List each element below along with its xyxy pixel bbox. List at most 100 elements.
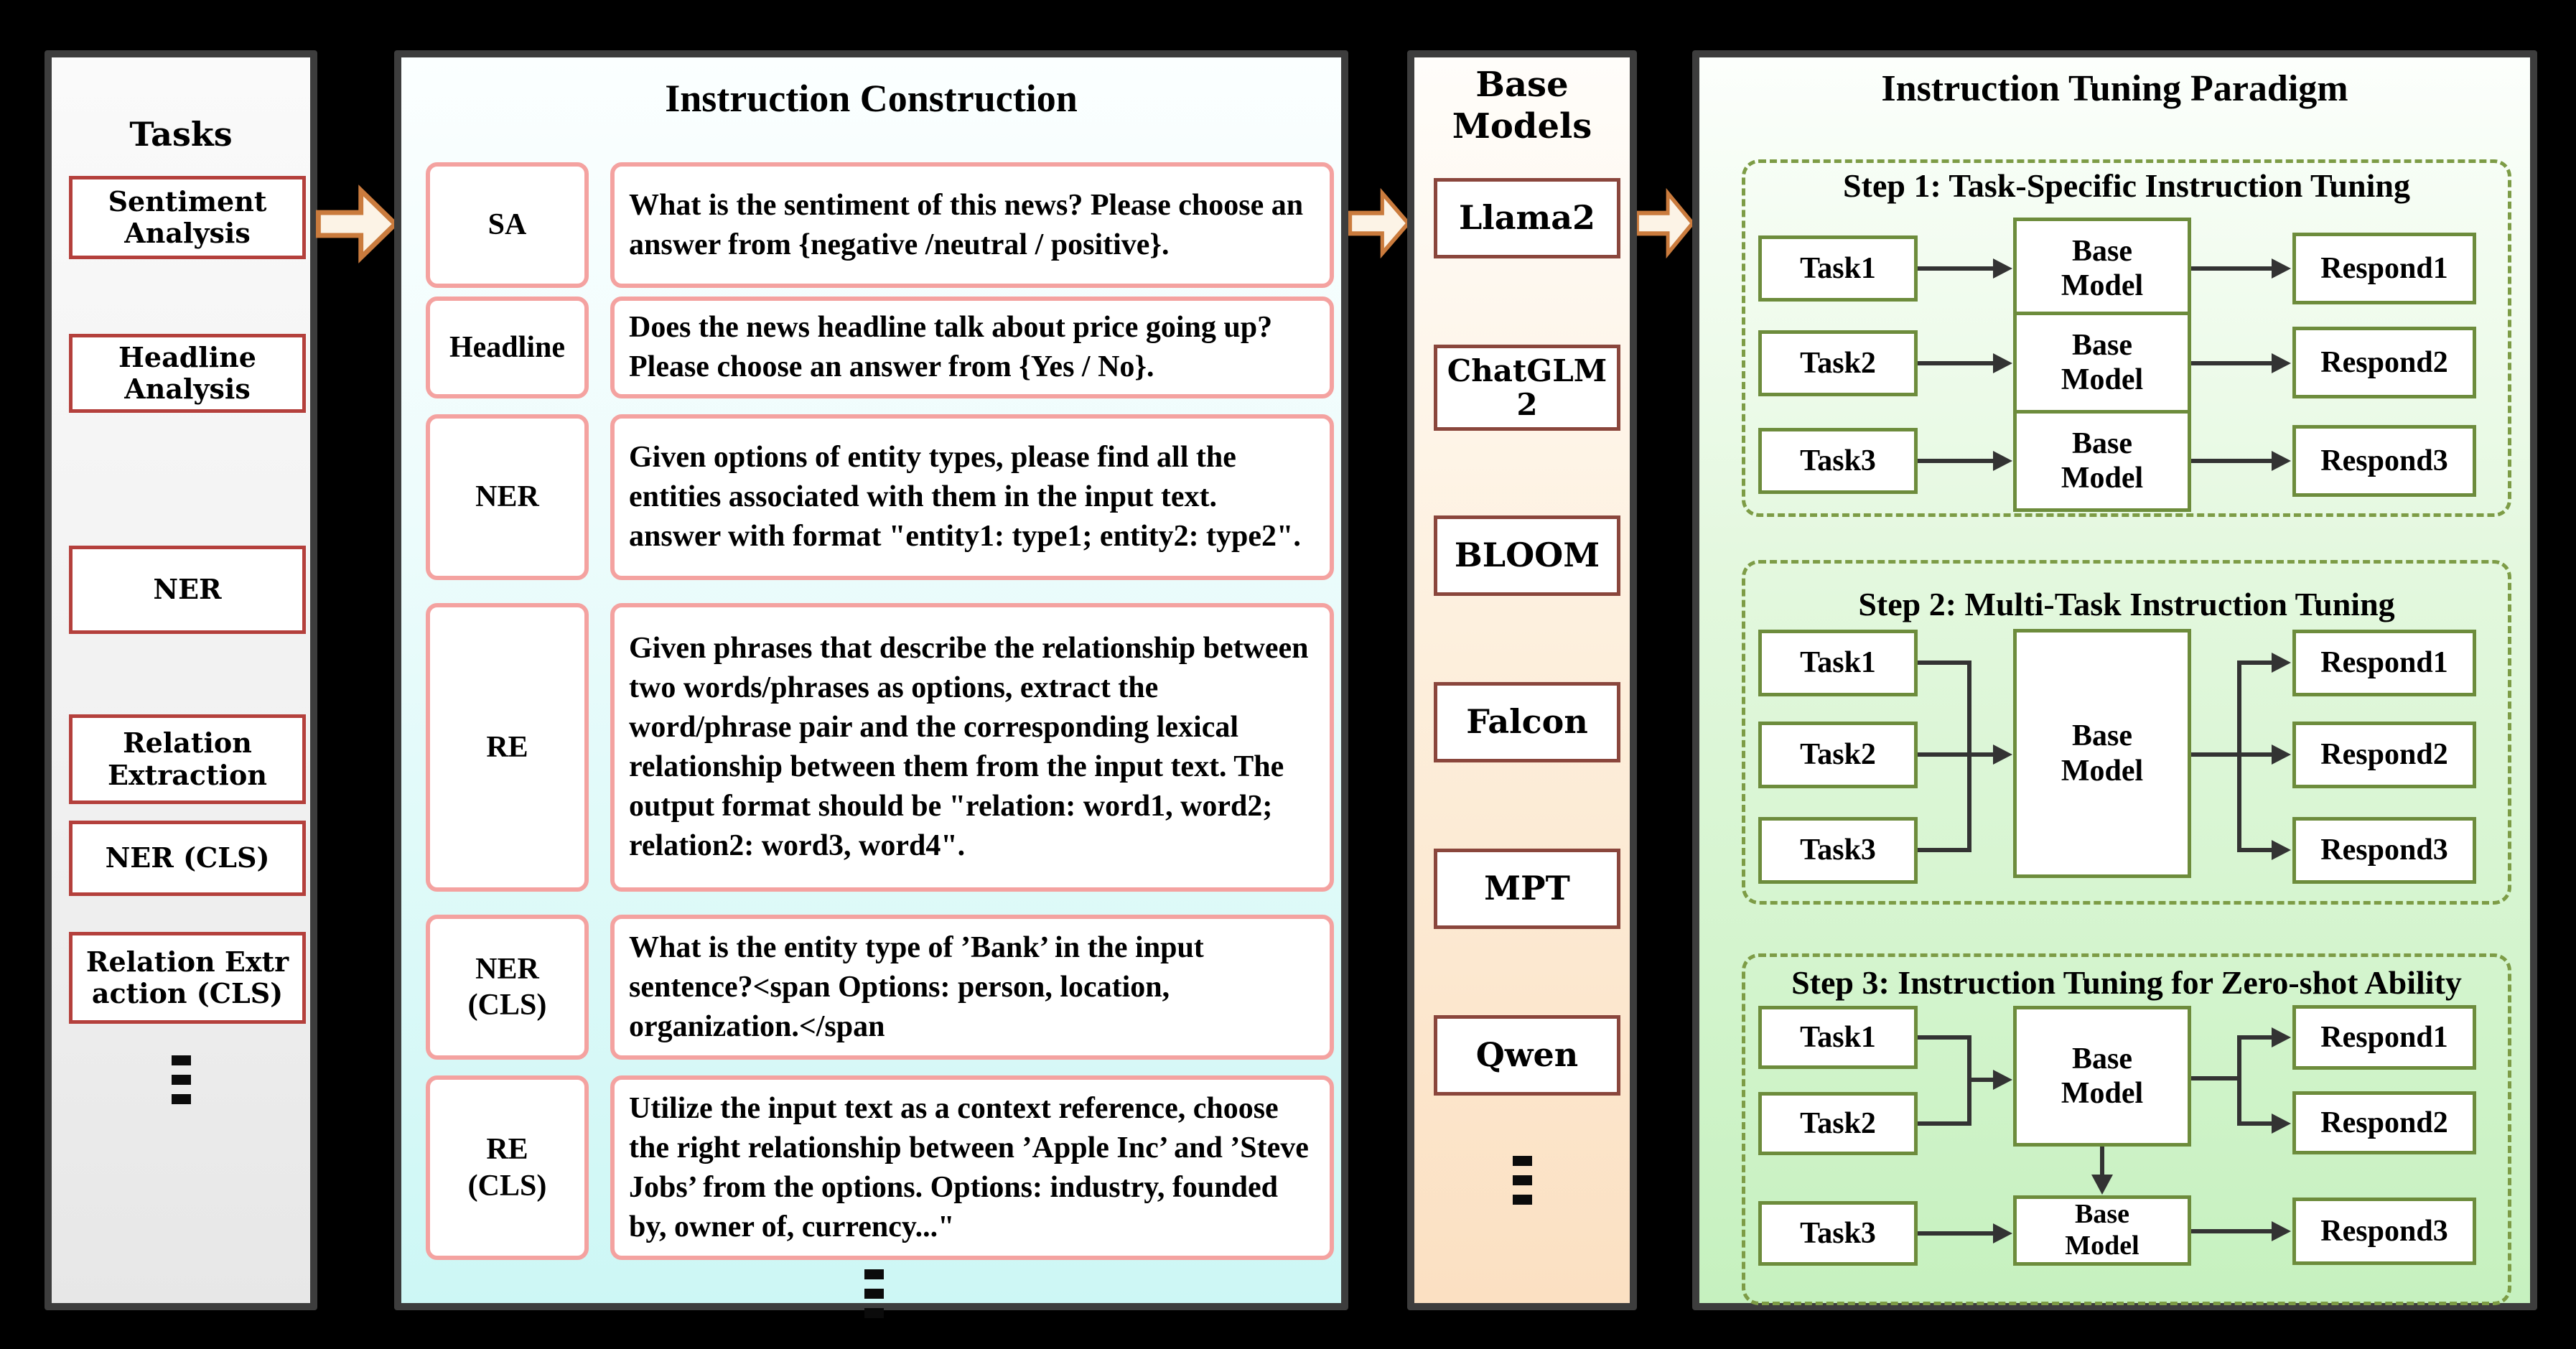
step2-respond2-box: Respond2 <box>2292 722 2476 788</box>
model-box-chatglm2: ChatGLM 2 <box>1434 345 1620 431</box>
connector-line <box>2191 459 2273 463</box>
step3-respond3-box: Respond3 <box>2292 1198 2476 1265</box>
model-box-bloom: BLOOM <box>1434 515 1620 596</box>
instruction-text-re: Given phrases that describe the relation… <box>610 603 1334 892</box>
arrowhead-right-icon <box>2272 1221 2291 1241</box>
base-models-panel: Base Models Llama2 ChatGLM 2 BLOOM Falco… <box>1407 50 1637 1310</box>
step3-task2-box: Task2 <box>1758 1092 1918 1155</box>
model-box-mpt: MPT <box>1434 849 1620 929</box>
tasks-panel: Tasks Sentiment Analysis Headline Analys… <box>45 50 317 1310</box>
connector-line <box>2237 1035 2241 1126</box>
connector-line <box>1967 1078 1996 1082</box>
step3-respond2-box: Respond2 <box>2292 1091 2476 1154</box>
task-item-relation-extraction-cls: Relation Extr action (CLS) <box>69 932 306 1024</box>
step2-task3-box: Task3 <box>1758 817 1918 884</box>
task-item-relation-extraction: Relation Extraction <box>69 714 306 804</box>
arrowhead-right-icon <box>2272 258 2291 279</box>
connector-line <box>2191 752 2241 757</box>
step3-task3-box: Task3 <box>1758 1201 1918 1266</box>
instruction-text-headline: Does the news headline talk about price … <box>610 297 1334 398</box>
step2-task2-box: Task2 <box>1758 722 1918 788</box>
arrowhead-down-icon <box>2091 1175 2113 1195</box>
connector-line <box>2237 1121 2273 1126</box>
instruction-construction-title: Instruction Construction <box>665 77 1078 120</box>
connector-line <box>1918 361 1994 365</box>
instruction-tag-sa: SA <box>426 162 589 288</box>
connector-line <box>2191 1076 2241 1080</box>
arrowhead-right-icon <box>2272 451 2291 471</box>
vertical-ellipsis-icon <box>1513 1156 1532 1205</box>
arrowhead-right-icon <box>1993 258 2012 279</box>
step2-dashed-box <box>1742 560 2511 905</box>
step2-title: Step 2: Multi-Task Instruction Tuning <box>1858 586 2395 622</box>
connector-line <box>1918 1231 1994 1236</box>
connector-line <box>2237 752 2273 757</box>
connector-line <box>1918 266 1994 271</box>
vertical-ellipsis-icon <box>172 1055 191 1104</box>
connector-line <box>1918 1035 1969 1040</box>
connector-line <box>1967 752 1996 757</box>
model-box-llama2: Llama2 <box>1434 178 1620 258</box>
step2-base-model-box: Base Model <box>2013 629 2191 878</box>
arrowhead-right-icon <box>1993 1223 2012 1243</box>
step1-base-model-box: Base Model <box>2013 218 2191 319</box>
flow-arrow-icon <box>1635 187 1694 259</box>
step1-task2-box: Task2 <box>1758 330 1918 396</box>
flow-arrow-icon <box>1348 187 1410 259</box>
task-item-headline-analysis: Headline Analysis <box>69 334 306 413</box>
arrowhead-right-icon <box>2272 840 2291 860</box>
arrowhead-right-icon <box>1993 1070 2012 1090</box>
arrowhead-right-icon <box>2272 1114 2291 1134</box>
instruction-construction-panel: Instruction Construction SA What is the … <box>394 50 1348 1318</box>
arrowhead-right-icon <box>2272 353 2291 373</box>
connector-line <box>2100 1147 2104 1175</box>
base-models-title: Base Models <box>1452 65 1592 146</box>
instruction-text-ner-cls: What is the entity type of ’Bank’ in the… <box>610 915 1334 1060</box>
step1-dashed-box <box>1742 159 2511 517</box>
arrowhead-right-icon <box>1993 353 2012 373</box>
arrowhead-right-icon <box>2272 744 2291 765</box>
step1-base-model-box: Base Model <box>2013 410 2191 512</box>
task-item-ner: NER <box>69 546 306 634</box>
tasks-panel-title: Tasks <box>129 115 233 154</box>
model-box-falcon: Falcon <box>1434 682 1620 762</box>
step3-base-model-box-2: Base Model <box>2013 1195 2191 1266</box>
step1-respond3-box: Respond3 <box>2292 425 2476 497</box>
instruction-tag-ner: NER <box>426 414 589 580</box>
connector-line <box>1918 848 1969 852</box>
arrowhead-right-icon <box>1993 744 2012 765</box>
instruction-text-ner: Given options of entity types, please fi… <box>610 414 1334 580</box>
connector-line <box>2191 1229 2273 1233</box>
connector-line <box>2191 361 2273 365</box>
arrowhead-right-icon <box>2272 1027 2291 1047</box>
step1-respond2-box: Respond2 <box>2292 327 2476 398</box>
step2-respond1-box: Respond1 <box>2292 630 2476 696</box>
step3-title: Step 3: Instruction Tuning for Zero-shot… <box>1791 964 2462 1001</box>
step2-task1-box: Task1 <box>1758 630 1918 696</box>
connector-line <box>1918 752 1969 757</box>
step3-respond1-box: Respond1 <box>2292 1005 2476 1070</box>
step3-base-model-box: Base Model <box>2013 1006 2191 1147</box>
connector-line <box>1918 459 1994 463</box>
instruction-text-sa: What is the sentiment of this news? Plea… <box>610 162 1334 288</box>
connector-line <box>1918 1121 1969 1126</box>
connector-line <box>2237 661 2273 665</box>
connector-line <box>1918 661 1969 665</box>
flow-arrow-icon <box>316 185 398 263</box>
paradigm-title: Instruction Tuning Paradigm <box>1881 68 2348 109</box>
instruction-text-re-cls: Utilize the input text as a context refe… <box>610 1075 1334 1260</box>
connector-line <box>2237 1035 2273 1040</box>
step1-respond1-box: Respond1 <box>2292 233 2476 304</box>
connector-line <box>2191 266 2273 271</box>
arrowhead-right-icon <box>1993 451 2012 471</box>
instruction-tag-re: RE <box>426 603 589 892</box>
instruction-tag-headline: Headline <box>426 297 589 398</box>
step1-base-model-box: Base Model <box>2013 312 2191 414</box>
step1-task1-box: Task1 <box>1758 235 1918 302</box>
step1-title: Step 1: Task-Specific Instruction Tuning <box>1843 167 2410 204</box>
step1-task3-box: Task3 <box>1758 428 1918 494</box>
connector-line <box>2237 848 2273 852</box>
step2-respond3-box: Respond3 <box>2292 817 2476 884</box>
step3-task1-box: Task1 <box>1758 1006 1918 1069</box>
instruction-tag-ner-cls: NER (CLS) <box>426 915 589 1060</box>
